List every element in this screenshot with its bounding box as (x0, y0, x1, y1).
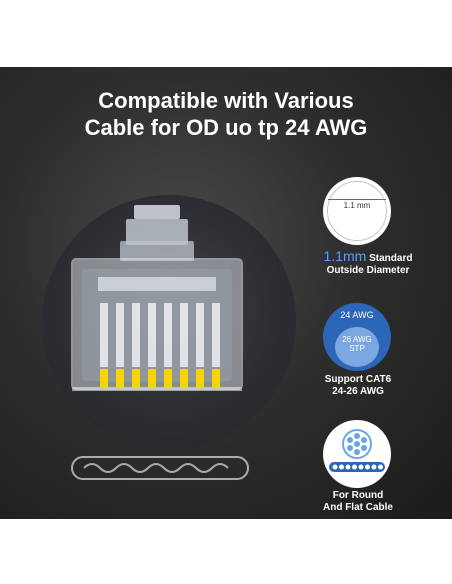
cable-type-caption: For Round And Flat Cable (312, 490, 404, 514)
awg-badge-top: 24 AWG (340, 310, 374, 320)
awg-caption-line2: 24-26 AWG (332, 386, 384, 397)
awg-caption-line1: Support CAT6 (324, 374, 392, 385)
diameter-badge: 1.1 mm (323, 177, 391, 245)
awg-caption: Support CAT6 24-26 AWG (310, 374, 406, 398)
diameter-caption-highlight: 1.1mm (323, 248, 367, 264)
diameter-caption: 1.1mm Standard Outside Diameter (314, 248, 422, 277)
awg-badge: 24 AWG 26 AWG STP (323, 303, 391, 371)
awg-badge-inner: 26 AWG STP (335, 327, 379, 367)
rj45-connector-icon (71, 205, 243, 391)
headline: Compatible with Various Cable for OD uo … (0, 87, 452, 141)
diameter-caption-line2: Outside Diameter (326, 265, 410, 276)
headline-line-1: Compatible with Various (98, 88, 354, 113)
diameter-value: 1.1 mm (343, 201, 371, 210)
cable-type-badge (323, 420, 391, 488)
diameter-ring (327, 181, 387, 241)
round-cable-icon (329, 429, 385, 472)
diameter-arrow-icon (328, 199, 386, 200)
headline-line-2: Cable for OD uo tp 24 AWG (84, 115, 368, 140)
cable-caption-line2: And Flat Cable (322, 502, 393, 513)
diameter-caption-rest: Standard (366, 253, 413, 264)
awg-badge-inner-line2: STP (349, 344, 365, 353)
cable-caption-line1: For Round (332, 490, 384, 501)
product-banner: Compatible with Various Cable for OD uo … (0, 67, 452, 519)
awg-badge-inner-line1: 26 AWG (342, 335, 372, 344)
flat-cable-icon (71, 456, 249, 480)
